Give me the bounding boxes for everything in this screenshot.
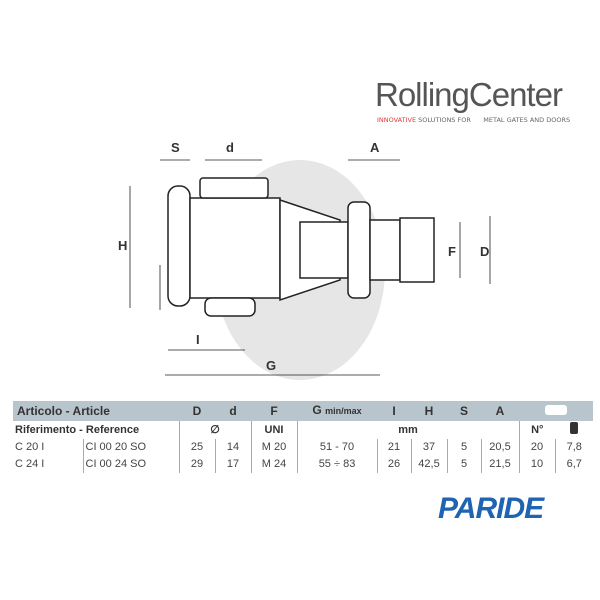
weight-icon [555, 421, 593, 439]
svg-text:S: S [171, 140, 180, 155]
svg-text:d: d [226, 140, 234, 155]
svg-text:I: I [196, 332, 200, 347]
svg-text:D: D [480, 244, 489, 259]
svg-text:G: G [266, 358, 276, 373]
svg-text:F: F [448, 244, 456, 259]
box-icon [519, 401, 593, 421]
hinge-technical-drawing: S d A H F D I G [118, 140, 491, 380]
paride-logo: PARIDE [438, 492, 544, 525]
svg-text:H: H [118, 238, 127, 253]
rolling-center-logo: RollingCenter INNOVATIVE SOLUTIONS FOR M… [375, 76, 571, 125]
svg-text:A: A [370, 140, 380, 155]
logo-tagline: INNOVATIVE SOLUTIONS FOR METAL GATES AND… [377, 116, 571, 124]
subheader-row: Riferimento - Reference ∅ UNI mm N° [13, 421, 593, 439]
